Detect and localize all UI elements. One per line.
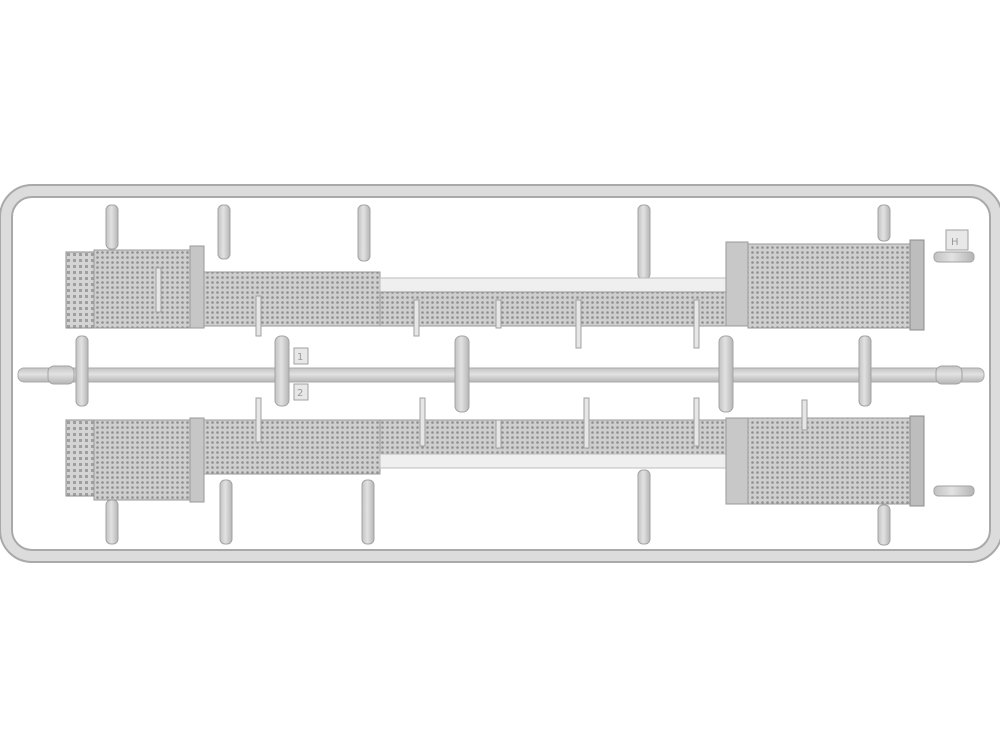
sprue-frame — [0, 184, 1000, 563]
connector-rods — [75, 335, 872, 413]
upper-frame-part — [65, 239, 925, 349]
bottom-gates — [105, 469, 975, 546]
part-number-1: 1 — [297, 352, 303, 363]
top-gates — [105, 204, 975, 280]
part-number-2: 2 — [297, 388, 303, 399]
part-number-tabs: 1 2 — [293, 347, 309, 401]
sprue-letter: H — [951, 237, 959, 248]
lower-frame-part — [65, 397, 925, 507]
sprue-tag: H — [945, 229, 969, 251]
center-runner — [17, 365, 985, 385]
